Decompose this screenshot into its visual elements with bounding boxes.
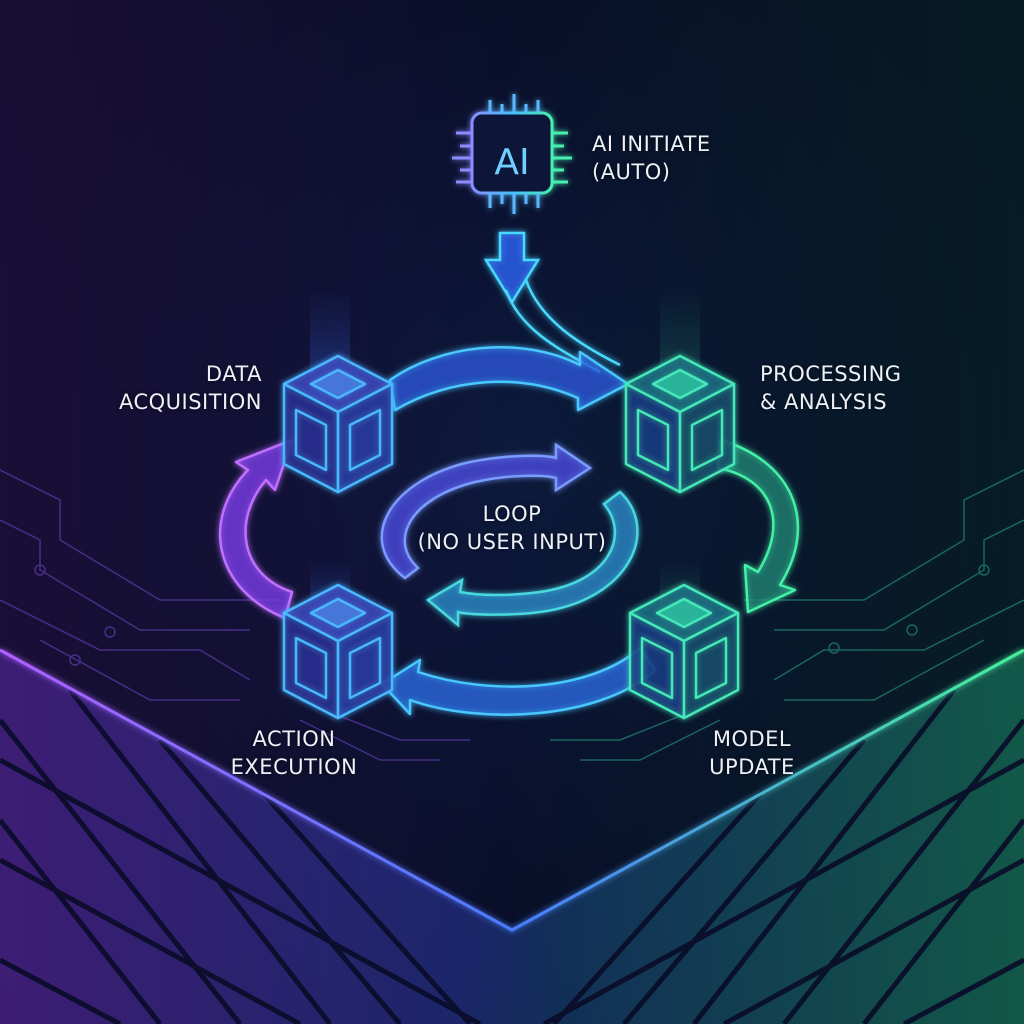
label-line: UPDATE <box>709 755 795 779</box>
cube-data-acquisition <box>282 354 394 494</box>
label-action-execution: ACTION EXECUTION <box>194 725 394 781</box>
label-line: ACTION <box>252 727 336 751</box>
label-processing-analysis: PROCESSING & ANALYSIS <box>760 360 902 416</box>
label-line: (AUTO) <box>592 160 671 184</box>
label-model-update: MODEL UPDATE <box>652 725 852 781</box>
label-line: PROCESSING <box>760 362 902 386</box>
label-data-acquisition: DATA ACQUISITION <box>62 360 262 416</box>
label-line: LOOP <box>482 502 542 526</box>
circuit-traces <box>0 469 1024 761</box>
label-ai-initiate: AI INITIATE (AUTO) <box>592 130 711 186</box>
outer-loop-arrows <box>218 345 800 716</box>
label-line: EXECUTION <box>230 755 358 779</box>
label-line: AI INITIATE <box>592 132 711 156</box>
label-loop-center: LOOP (NO USER INPUT) <box>392 500 632 556</box>
label-line: (NO USER INPUT) <box>417 530 607 554</box>
cube-processing-analysis <box>624 354 736 494</box>
inner-loop-arrows <box>380 442 639 628</box>
ai-chip-icon <box>452 94 572 214</box>
label-line: & ANALYSIS <box>760 390 888 414</box>
label-line: DATA <box>205 362 262 386</box>
label-line: MODEL <box>712 727 792 751</box>
cube-action-execution <box>282 583 394 720</box>
label-line: ACQUISITION <box>118 390 262 414</box>
chip-text: AI <box>494 142 529 183</box>
cube-model-update <box>628 583 740 720</box>
floor-grid <box>0 648 1024 1024</box>
